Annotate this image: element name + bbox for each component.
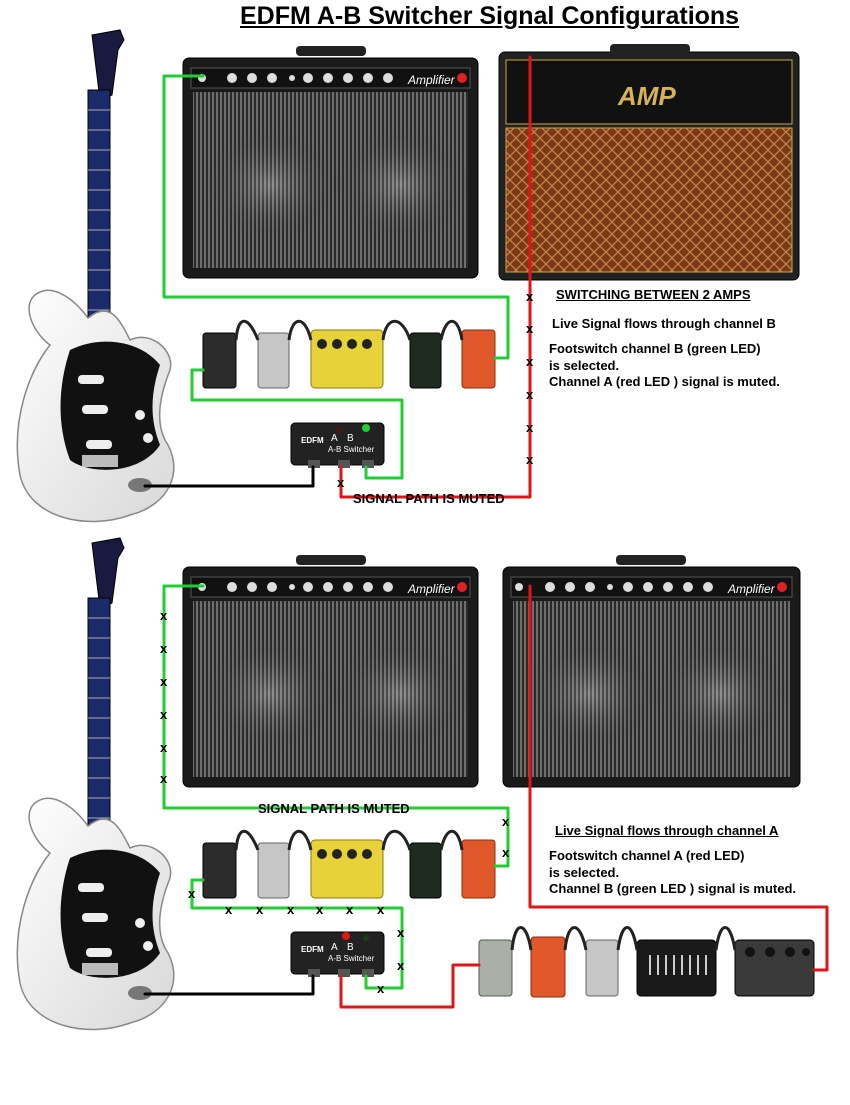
red-live-path-switch-bottom [339,963,481,1009]
green-muted-path-amp-bottom [162,584,510,868]
ab-switcher-bottom: EDFM A B A-B Switcher [290,931,385,977]
top-note-line1: Footswitch channel B (green LED) [549,341,761,356]
mute-x-mark: x [287,902,295,917]
green-muted-path-switch-bottom [190,878,404,990]
mute-x-mark: x [256,902,264,917]
mute-x-mark: x [526,354,534,369]
top-note-line2: is selected. [549,358,620,373]
mute-marks-top: x x x x x x x [337,289,534,490]
svg-text:EDFM: EDFM [301,436,324,445]
bottom-muted-label: SIGNAL PATH IS MUTED [258,801,410,816]
bottom-live-label: Live Signal flows through channel A [555,823,779,838]
top-note-line3: Channel A (red LED ) signal is muted. [549,374,780,389]
mute-x-mark: x [526,452,534,467]
bottom-config: Amplifier Amplifier [16,537,829,1031]
mute-x-mark: x [377,981,385,996]
led-red-on [342,932,350,940]
svg-text:A-B Switcher: A-B Switcher [328,954,375,963]
mute-x-mark: x [526,387,534,402]
svg-text:A: A [331,433,338,444]
svg-text:A: A [331,942,338,953]
bottom-note-line3: Channel B (green LED ) signal is muted. [549,881,797,896]
mute-x-mark: x [502,814,510,829]
mute-x-mark: x [526,289,534,304]
top-muted-label: SIGNAL PATH IS MUTED [353,491,505,506]
mute-x-mark: x [188,886,196,901]
mute-x-mark: x [346,902,354,917]
bottom-note-line1: Footswitch channel A (red LED) [549,848,745,863]
pedalboard-top [202,319,496,389]
led-green-off [363,935,369,941]
led-red-off [336,427,342,433]
guitar-top [16,29,175,523]
mute-x-mark: x [337,475,345,490]
amp-black-bottom-right: Amplifier [502,555,801,788]
ab-switcher-top: EDFM A B A-B Switcher [290,422,385,468]
pickguard [60,341,160,470]
guitar-cable-bottom [143,974,315,996]
mute-x-mark: x [397,958,405,973]
svg-text:Amplifier: Amplifier [727,582,776,596]
amp2-brand-label: AMP [617,81,676,111]
mute-x-mark: x [160,641,168,656]
amp-tan-top: AMP [498,44,800,281]
green-path-switch-top [190,368,404,480]
mute-x-mark: x [225,902,233,917]
red-muted-path-top [339,55,532,499]
amp-brand-label: Amplifier [407,73,456,87]
neck [87,89,111,341]
mute-x-mark: x [526,420,534,435]
mute-x-mark: x [316,902,324,917]
top-live-label: Live Signal flows through channel B [552,316,776,331]
mute-x-mark: x [526,321,534,336]
mute-x-mark: x [160,608,168,623]
top-config: Amplifier AMP [16,29,800,523]
red-live-path-amp-bottom [528,584,829,972]
mute-x-mark: x [502,845,510,860]
guitar-cable-top [143,465,315,488]
mute-x-mark: x [160,771,168,786]
mute-x-mark: x [397,925,405,940]
top-heading: SWITCHING BETWEEN 2 AMPS [556,287,751,302]
green-path-amp1-top [162,74,510,360]
svg-text:A-B Switcher: A-B Switcher [328,445,375,454]
led-green-on [362,424,370,432]
svg-text:Amplifier: Amplifier [407,582,456,596]
mute-x-mark: x [160,674,168,689]
amp-black-bottom-left: Amplifier [182,555,479,788]
page-title: EDFM A-B Switcher Signal Configurations [240,2,740,30]
guitar-bottom [16,537,175,1031]
mute-x-mark: x [377,902,385,917]
amp-black-top: Amplifier [182,46,479,279]
pedalboard-bottom-right [478,926,815,998]
mute-x-mark: x [160,740,168,755]
svg-text:EDFM: EDFM [301,945,324,954]
output-jack [128,478,152,492]
mute-x-mark: x [160,707,168,722]
svg-text:B: B [347,942,354,953]
svg-text:B: B [347,433,354,444]
bottom-note-line2: is selected. [549,865,620,880]
pedalboard-bottom-left [202,829,496,899]
